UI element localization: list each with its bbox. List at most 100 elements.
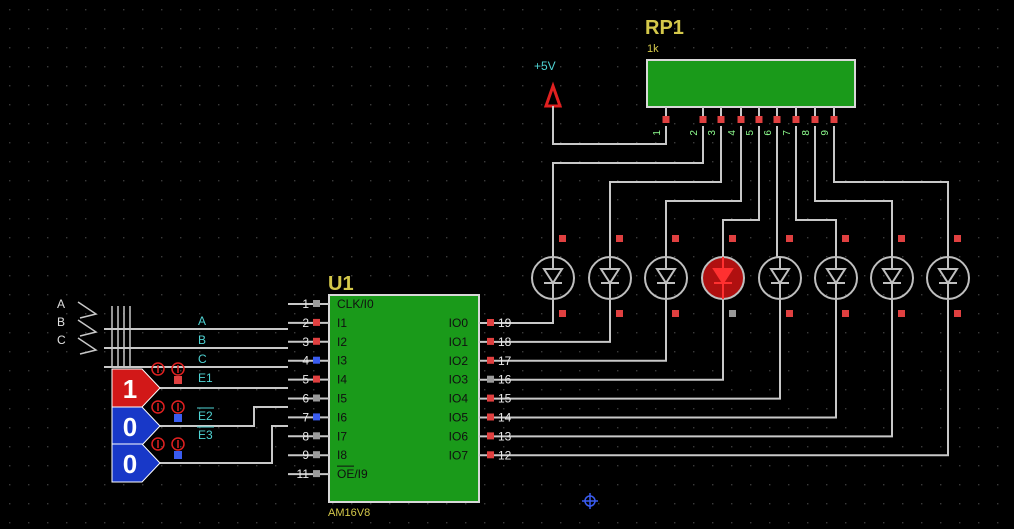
logic-state-value: 0	[123, 412, 137, 442]
resistor-pin-number: 1	[652, 130, 663, 136]
chip-pin-number: 18	[498, 335, 512, 349]
led-anode-pin	[616, 235, 623, 242]
net-label: E1	[198, 371, 213, 385]
toggle-up-icon[interactable]	[151, 437, 165, 451]
led-1[interactable]	[531, 235, 575, 317]
led-anode-pin	[954, 235, 961, 242]
wire	[520, 300, 781, 400]
resistor-pin-marker	[662, 116, 670, 123]
bus-entry-icon	[77, 337, 98, 355]
chip-pin-number: 4	[302, 354, 309, 368]
power-label: +5V	[534, 59, 556, 73]
chip-pin-marker	[313, 318, 320, 326]
chip-pin-number: 6	[302, 392, 309, 406]
net-label: E2	[198, 409, 213, 423]
resistor-body	[646, 59, 856, 108]
toggle-down-icon[interactable]	[171, 362, 185, 376]
net-label: A	[198, 314, 206, 328]
resistor-pin-marker	[737, 116, 745, 123]
chip-pin-name: CLK/I0	[337, 297, 374, 311]
logic-state-body	[111, 406, 161, 446]
logic-state-pin	[174, 376, 182, 384]
resistor-pin-marker	[699, 116, 707, 123]
chip-pin-marker	[313, 375, 320, 383]
resistor-pin-number: 7	[782, 130, 793, 136]
wire	[520, 300, 893, 438]
wire	[520, 300, 611, 343]
led-4[interactable]	[701, 235, 745, 317]
led-anode-pin	[898, 235, 905, 242]
led-cathode-pin	[559, 310, 566, 317]
chip-pin-number: 5	[302, 373, 309, 387]
resistor-pin-marker	[717, 116, 725, 123]
chip-pin-number: 9	[302, 448, 309, 462]
chip-pin-name: I8	[337, 448, 347, 462]
chip-pin-number: 13	[498, 429, 512, 443]
led-anode-pin	[786, 235, 793, 242]
chip-pin-marker	[313, 451, 320, 459]
chip-pin-name: I2	[337, 335, 347, 349]
resistor-pin-number: 9	[820, 130, 831, 136]
chip-body	[328, 294, 480, 503]
chip-pin-marker	[313, 337, 320, 345]
wire	[160, 406, 288, 427]
resistor-pin-marker	[811, 116, 819, 123]
chip-pin-number: 17	[498, 354, 512, 368]
chip-pin-name: I7	[337, 429, 347, 443]
toggle-down-icon[interactable]	[171, 437, 185, 451]
chip-pin-marker	[313, 394, 320, 402]
resistor-pin-number: 8	[801, 130, 812, 136]
led-6[interactable]	[814, 235, 858, 317]
logic-state-toggle-1[interactable]: 1	[111, 362, 185, 408]
led-3[interactable]	[644, 235, 688, 317]
resistor-pin-number: 5	[745, 130, 756, 136]
wire	[520, 300, 837, 419]
led-2[interactable]	[588, 235, 632, 317]
wires	[160, 106, 949, 464]
chip-pin-name: IO2	[449, 354, 469, 368]
logic-state-toggle-2[interactable]: 0	[111, 400, 185, 446]
chip-pin-marker	[313, 470, 320, 478]
led-row	[531, 235, 970, 317]
toggle-down-icon[interactable]	[171, 400, 185, 414]
led-anode-pin	[559, 235, 566, 242]
resistor-pin-number: 6	[763, 130, 774, 136]
chip-pin-number: 14	[498, 411, 512, 425]
chip-pin-name: IO0	[449, 316, 469, 330]
toggle-up-icon[interactable]	[151, 362, 165, 376]
bus-entry-icon	[77, 301, 98, 319]
wire	[795, 126, 837, 257]
chip-pin-name: I6	[337, 410, 347, 424]
logic-state-toggle-3[interactable]: 0	[111, 437, 185, 483]
led-cathode-pin	[729, 310, 736, 317]
chip-pin-name: I1	[337, 316, 347, 330]
chip-pin-marker	[487, 451, 494, 459]
chip-pin-marker	[313, 300, 320, 307]
logic-state-pin	[174, 451, 182, 459]
logic-state-body	[111, 443, 161, 483]
resistor-pin-marker	[830, 116, 838, 123]
resistor-pin-marker	[792, 116, 800, 123]
wire	[609, 126, 722, 257]
net-label: E3	[198, 428, 213, 442]
wire	[520, 300, 949, 457]
led-7[interactable]	[870, 235, 914, 317]
wire	[814, 126, 893, 257]
wire	[520, 300, 554, 324]
led-5[interactable]	[758, 235, 802, 317]
toggle-up-icon[interactable]	[151, 400, 165, 414]
led-8[interactable]	[926, 235, 970, 317]
chip-pin-marker	[313, 432, 320, 440]
bus-entry-icon	[77, 319, 98, 337]
chip-pin-number: 7	[302, 410, 309, 424]
chip-pin-marker	[487, 394, 494, 402]
chip-pin-marker	[487, 337, 494, 345]
resistor-pin-number: 2	[689, 130, 700, 136]
